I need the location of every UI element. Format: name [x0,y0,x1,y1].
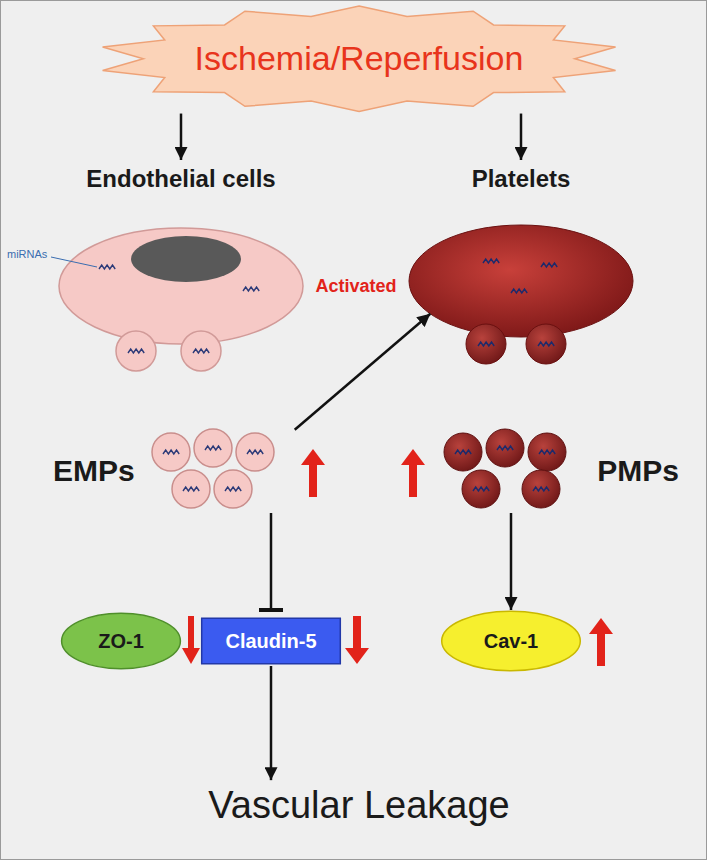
emp-vesicle [214,470,252,508]
mirna-mark [478,342,494,346]
emp-vesicle [172,470,210,508]
node-text: Vascular Leakage [208,784,509,828]
decrease-arrow [182,616,200,664]
mirna-mark [99,265,115,269]
node-text: Cav-1 [484,630,538,653]
emp-vesicle [152,433,190,471]
node-text: Ischemia/Reperfusion [195,39,524,78]
mirna-mark [497,446,513,450]
cell-group: Platelets [406,161,636,371]
node-text: Endothelial cells [86,165,275,193]
emp-cluster [152,429,274,508]
pmp-cluster [444,429,566,508]
budding-vesicle [526,324,566,364]
mirna-mark [225,487,241,491]
mirna-mark [539,450,555,454]
outline-shape [62,613,181,668]
cell-body [59,228,303,344]
arrow-connector [180,114,183,160]
emp-vesicle [194,429,232,467]
mirna-mark [205,446,221,450]
pmp-vesicle [462,470,500,508]
state-label: Activated [315,276,396,297]
endothelial-cell [51,228,303,371]
pmp-vesicle [522,470,560,508]
decrease-arrow [345,616,369,664]
mirna-mark [243,287,259,291]
node-text: PMPs [597,454,679,489]
mirna-mark [533,487,549,491]
mirna-mark [483,259,499,263]
nucleus [131,236,241,282]
pmp-vesicle [486,429,524,467]
node-text: EMPs [53,454,135,489]
mirna-mark [473,487,489,491]
increase-arrow [401,449,425,497]
arrow-connector [510,513,513,610]
leader-line [51,257,97,267]
inhibition-connector [270,513,273,610]
emp-vesicle [236,433,274,471]
outcome-text: Vascular Leakage [203,781,514,831]
mirna-mark [511,289,527,293]
node-text: Platelets [472,165,571,193]
stimulus-burst: Ischemia/Reperfusion [96,6,622,112]
mirna-mark [183,487,199,491]
mirna-mark [247,450,263,454]
protein-ellipse: ZO-1 [61,613,181,669]
cell-group: Endothelial cells [56,161,306,371]
outline-shape [103,6,616,112]
outline-shape [202,618,341,664]
protein-ellipse: Cav-1 [441,611,581,671]
outline-shape [442,611,581,670]
mirna-mark [128,349,144,353]
node-text: Claudin-5 [225,630,316,653]
mirna-marks [99,265,259,353]
arrow-connector [270,666,273,780]
pmp-vesicle [528,433,566,471]
callout-label: miRNAs [7,248,47,261]
mirna-mark [541,263,557,267]
platelet-body [409,225,633,337]
arrow-connector [295,314,431,430]
mirna-mark [538,342,554,346]
budding-vesicle [466,324,506,364]
node-text: ZO-1 [98,630,144,653]
increase-arrow [301,449,325,497]
mirna-mark [455,450,471,454]
arrow-connector [520,114,523,160]
protein-box: Claudin-5 [201,618,341,664]
budding-vesicle [116,331,156,371]
increase-arrow [589,618,613,666]
mirna-marks [478,259,557,346]
mirna-mark [193,349,209,353]
budding-vesicle [181,331,221,371]
pmp-vesicle [444,433,482,471]
microparticle-group: EMPs [41,431,301,511]
microparticle-group: PMPs [431,431,691,511]
mirna-mark [163,450,179,454]
platelet [409,225,633,364]
